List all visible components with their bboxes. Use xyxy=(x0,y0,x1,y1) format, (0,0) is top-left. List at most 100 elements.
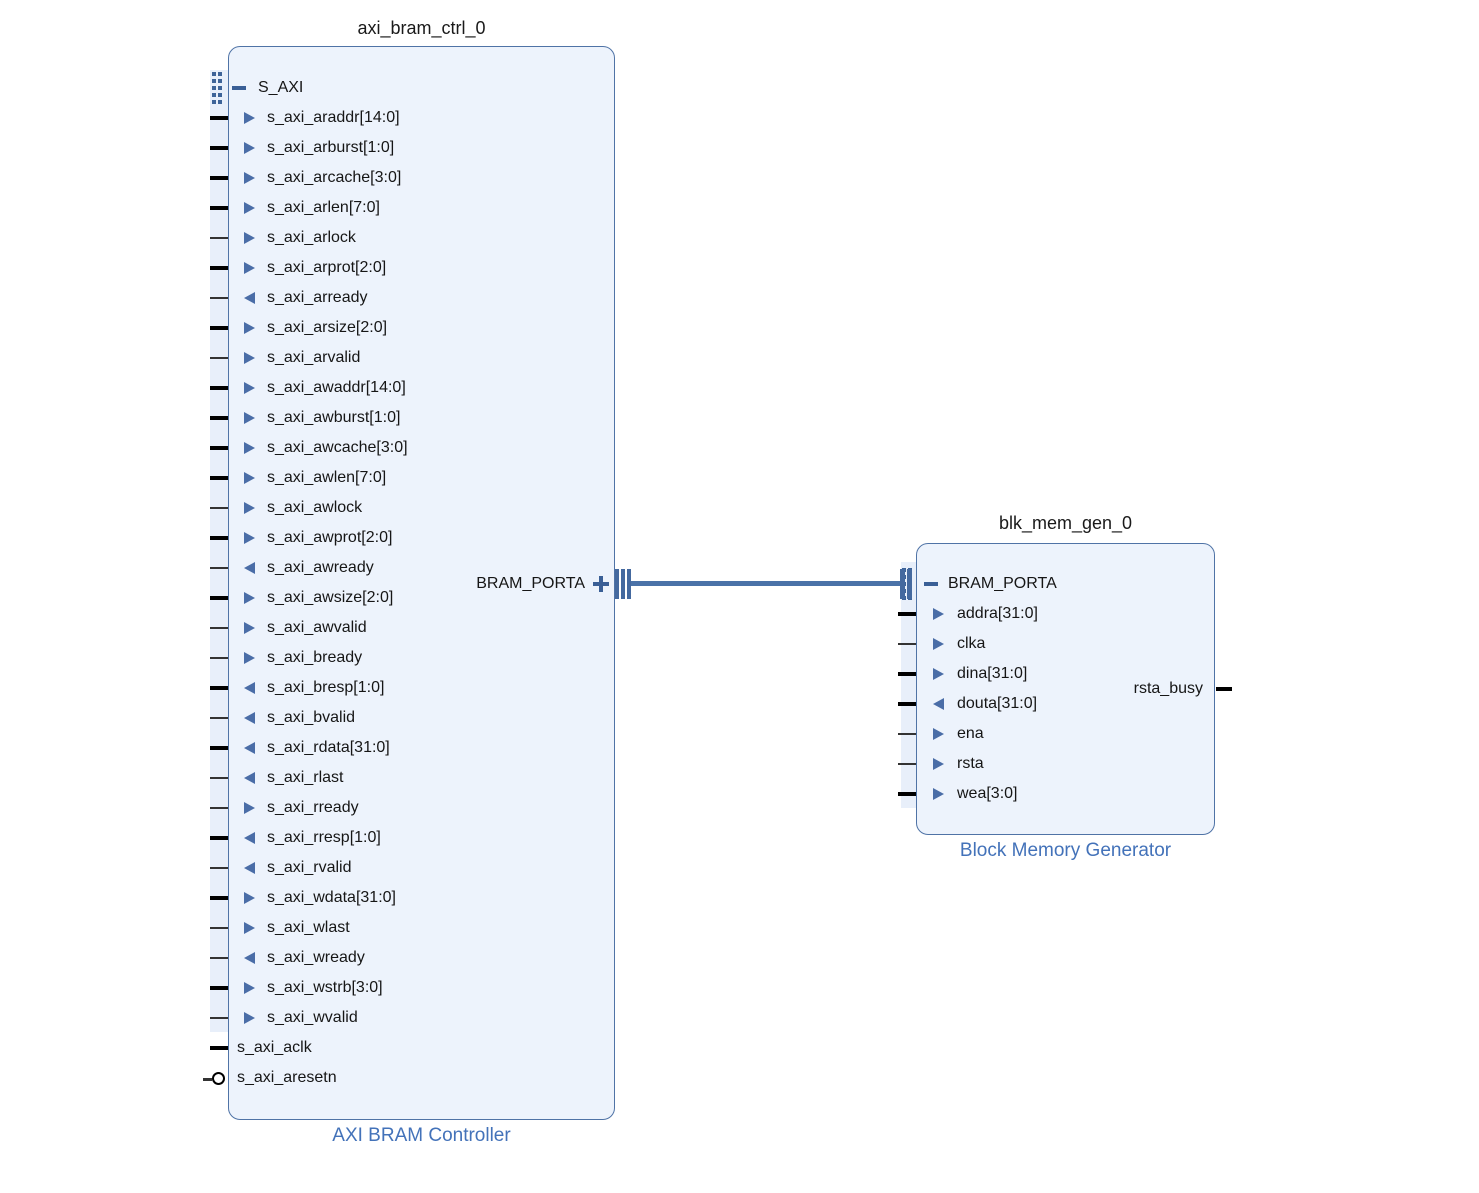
pin-label[interactable]: s_axi_awready xyxy=(267,559,374,576)
pin-label[interactable]: s_axi_bready xyxy=(267,649,363,666)
input-pin-arrow-icon[interactable] xyxy=(933,788,944,800)
output-pin-arrow-icon[interactable] xyxy=(244,562,255,574)
pin-label[interactable]: s_axi_rready xyxy=(267,799,359,816)
pin-label[interactable]: s_axi_aresetn xyxy=(237,1069,337,1086)
pin-stub[interactable] xyxy=(210,746,228,750)
pin-label[interactable]: s_axi_rresp[1:0] xyxy=(267,829,381,846)
output-pin-arrow-icon[interactable] xyxy=(244,772,255,784)
input-pin-arrow-icon[interactable] xyxy=(244,532,255,544)
pin-stub[interactable] xyxy=(1216,687,1232,691)
pin-label[interactable]: s_axi_arprot[2:0] xyxy=(267,259,387,276)
pin-stub[interactable] xyxy=(210,237,228,239)
pin-stub[interactable] xyxy=(203,1077,212,1081)
pin-label[interactable]: s_axi_awaddr[14:0] xyxy=(267,379,406,396)
pin-stub[interactable] xyxy=(210,476,228,480)
input-pin-arrow-icon[interactable] xyxy=(244,652,255,664)
pin-stub[interactable] xyxy=(210,627,228,629)
pin-label[interactable]: s_axi_rvalid xyxy=(267,859,352,876)
output-pin-arrow-icon[interactable] xyxy=(244,742,255,754)
pin-label[interactable]: dina[31:0] xyxy=(957,665,1028,682)
pin-label[interactable]: s_axi_awsize[2:0] xyxy=(267,589,394,606)
pin-stub[interactable] xyxy=(898,672,916,676)
pin-stub[interactable] xyxy=(210,686,228,690)
pin-label[interactable]: s_axi_wlast xyxy=(267,919,350,936)
pin-stub[interactable] xyxy=(210,357,228,359)
input-pin-arrow-icon[interactable] xyxy=(244,382,255,394)
pin-label[interactable]: rsta xyxy=(957,755,984,772)
input-pin-arrow-icon[interactable] xyxy=(244,352,255,364)
input-pin-arrow-icon[interactable] xyxy=(244,322,255,334)
pin-stub[interactable] xyxy=(898,763,916,765)
pin-label[interactable]: s_axi_arlock xyxy=(267,229,356,246)
pin-label[interactable]: s_axi_awcache[3:0] xyxy=(267,439,408,456)
pin-label[interactable]: douta[31:0] xyxy=(957,695,1038,712)
interface-collapse-icon[interactable] xyxy=(924,582,938,586)
pin-stub[interactable] xyxy=(210,927,228,929)
input-pin-arrow-icon[interactable] xyxy=(244,472,255,484)
input-pin-arrow-icon[interactable] xyxy=(244,922,255,934)
input-pin-arrow-icon[interactable] xyxy=(244,412,255,424)
pin-label[interactable]: addra[31:0] xyxy=(957,605,1038,622)
output-pin-arrow-icon[interactable] xyxy=(933,698,944,710)
input-pin-arrow-icon[interactable] xyxy=(244,112,255,124)
pin-stub[interactable] xyxy=(898,643,916,645)
pin-stub[interactable] xyxy=(210,657,228,659)
input-pin-arrow-icon[interactable] xyxy=(244,172,255,184)
pin-stub[interactable] xyxy=(210,1046,228,1050)
pin-label[interactable]: s_axi_aclk xyxy=(237,1039,312,1056)
pin-stub[interactable] xyxy=(210,717,228,719)
pin-label[interactable]: s_axi_arlen[7:0] xyxy=(267,199,380,216)
pin-label[interactable]: s_axi_awvalid xyxy=(267,619,367,636)
pin-label[interactable]: s_axi_arcache[3:0] xyxy=(267,169,402,186)
pin-label[interactable]: s_axi_arready xyxy=(267,289,368,306)
pin-stub[interactable] xyxy=(898,702,916,706)
input-pin-arrow-icon[interactable] xyxy=(244,592,255,604)
input-pin-arrow-icon[interactable] xyxy=(244,262,255,274)
pin-label[interactable]: s_axi_awlock xyxy=(267,499,363,516)
pin-stub[interactable] xyxy=(210,116,228,120)
pin-stub[interactable] xyxy=(210,146,228,150)
pin-label[interactable]: s_axi_wvalid xyxy=(267,1009,358,1026)
pin-stub[interactable] xyxy=(210,836,228,840)
pin-stub[interactable] xyxy=(210,326,228,330)
input-pin-arrow-icon[interactable] xyxy=(933,608,944,620)
interface-pin-label[interactable]: BRAM_PORTA xyxy=(476,575,585,592)
pin-stub[interactable] xyxy=(898,612,916,616)
pin-label[interactable]: s_axi_arburst[1:0] xyxy=(267,139,395,156)
block-blk-mem-gen[interactable] xyxy=(916,543,1215,835)
pin-label[interactable]: s_axi_awburst[1:0] xyxy=(267,409,401,426)
pin-stub[interactable] xyxy=(210,446,228,450)
pin-stub[interactable] xyxy=(210,807,228,809)
input-pin-arrow-icon[interactable] xyxy=(933,758,944,770)
pin-stub[interactable] xyxy=(210,536,228,540)
interface-expand-icon[interactable] xyxy=(599,576,603,592)
pin-stub[interactable] xyxy=(210,297,228,299)
input-pin-arrow-icon[interactable] xyxy=(244,892,255,904)
output-pin-arrow-icon[interactable] xyxy=(244,712,255,724)
pin-label[interactable]: ena xyxy=(957,725,984,742)
output-pin-arrow-icon[interactable] xyxy=(244,862,255,874)
pin-stub[interactable] xyxy=(210,777,228,779)
input-pin-arrow-icon[interactable] xyxy=(933,668,944,680)
input-pin-arrow-icon[interactable] xyxy=(244,1012,255,1024)
pin-stub[interactable] xyxy=(210,896,228,900)
pin-stub[interactable] xyxy=(210,386,228,390)
bus-connection-wire[interactable] xyxy=(629,581,901,586)
output-pin-arrow-icon[interactable] xyxy=(244,682,255,694)
pin-label[interactable]: s_axi_rdata[31:0] xyxy=(267,739,390,756)
pin-label[interactable]: s_axi_araddr[14:0] xyxy=(267,109,400,126)
input-pin-arrow-icon[interactable] xyxy=(244,622,255,634)
pin-stub[interactable] xyxy=(210,507,228,509)
pin-label[interactable]: s_axi_bresp[1:0] xyxy=(267,679,385,696)
pin-label[interactable]: s_axi_rlast xyxy=(267,769,344,786)
pin-label[interactable]: s_axi_awprot[2:0] xyxy=(267,529,393,546)
input-pin-arrow-icon[interactable] xyxy=(244,502,255,514)
pin-stub[interactable] xyxy=(210,416,228,420)
pin-label[interactable]: rsta_busy xyxy=(1133,680,1203,697)
interface-pin-label[interactable]: S_AXI xyxy=(258,79,304,96)
pin-label[interactable]: s_axi_wstrb[3:0] xyxy=(267,979,383,996)
pin-label[interactable]: s_axi_wdata[31:0] xyxy=(267,889,396,906)
input-pin-arrow-icon[interactable] xyxy=(244,202,255,214)
input-pin-arrow-icon[interactable] xyxy=(244,802,255,814)
pin-label[interactable]: s_axi_awlen[7:0] xyxy=(267,469,387,486)
